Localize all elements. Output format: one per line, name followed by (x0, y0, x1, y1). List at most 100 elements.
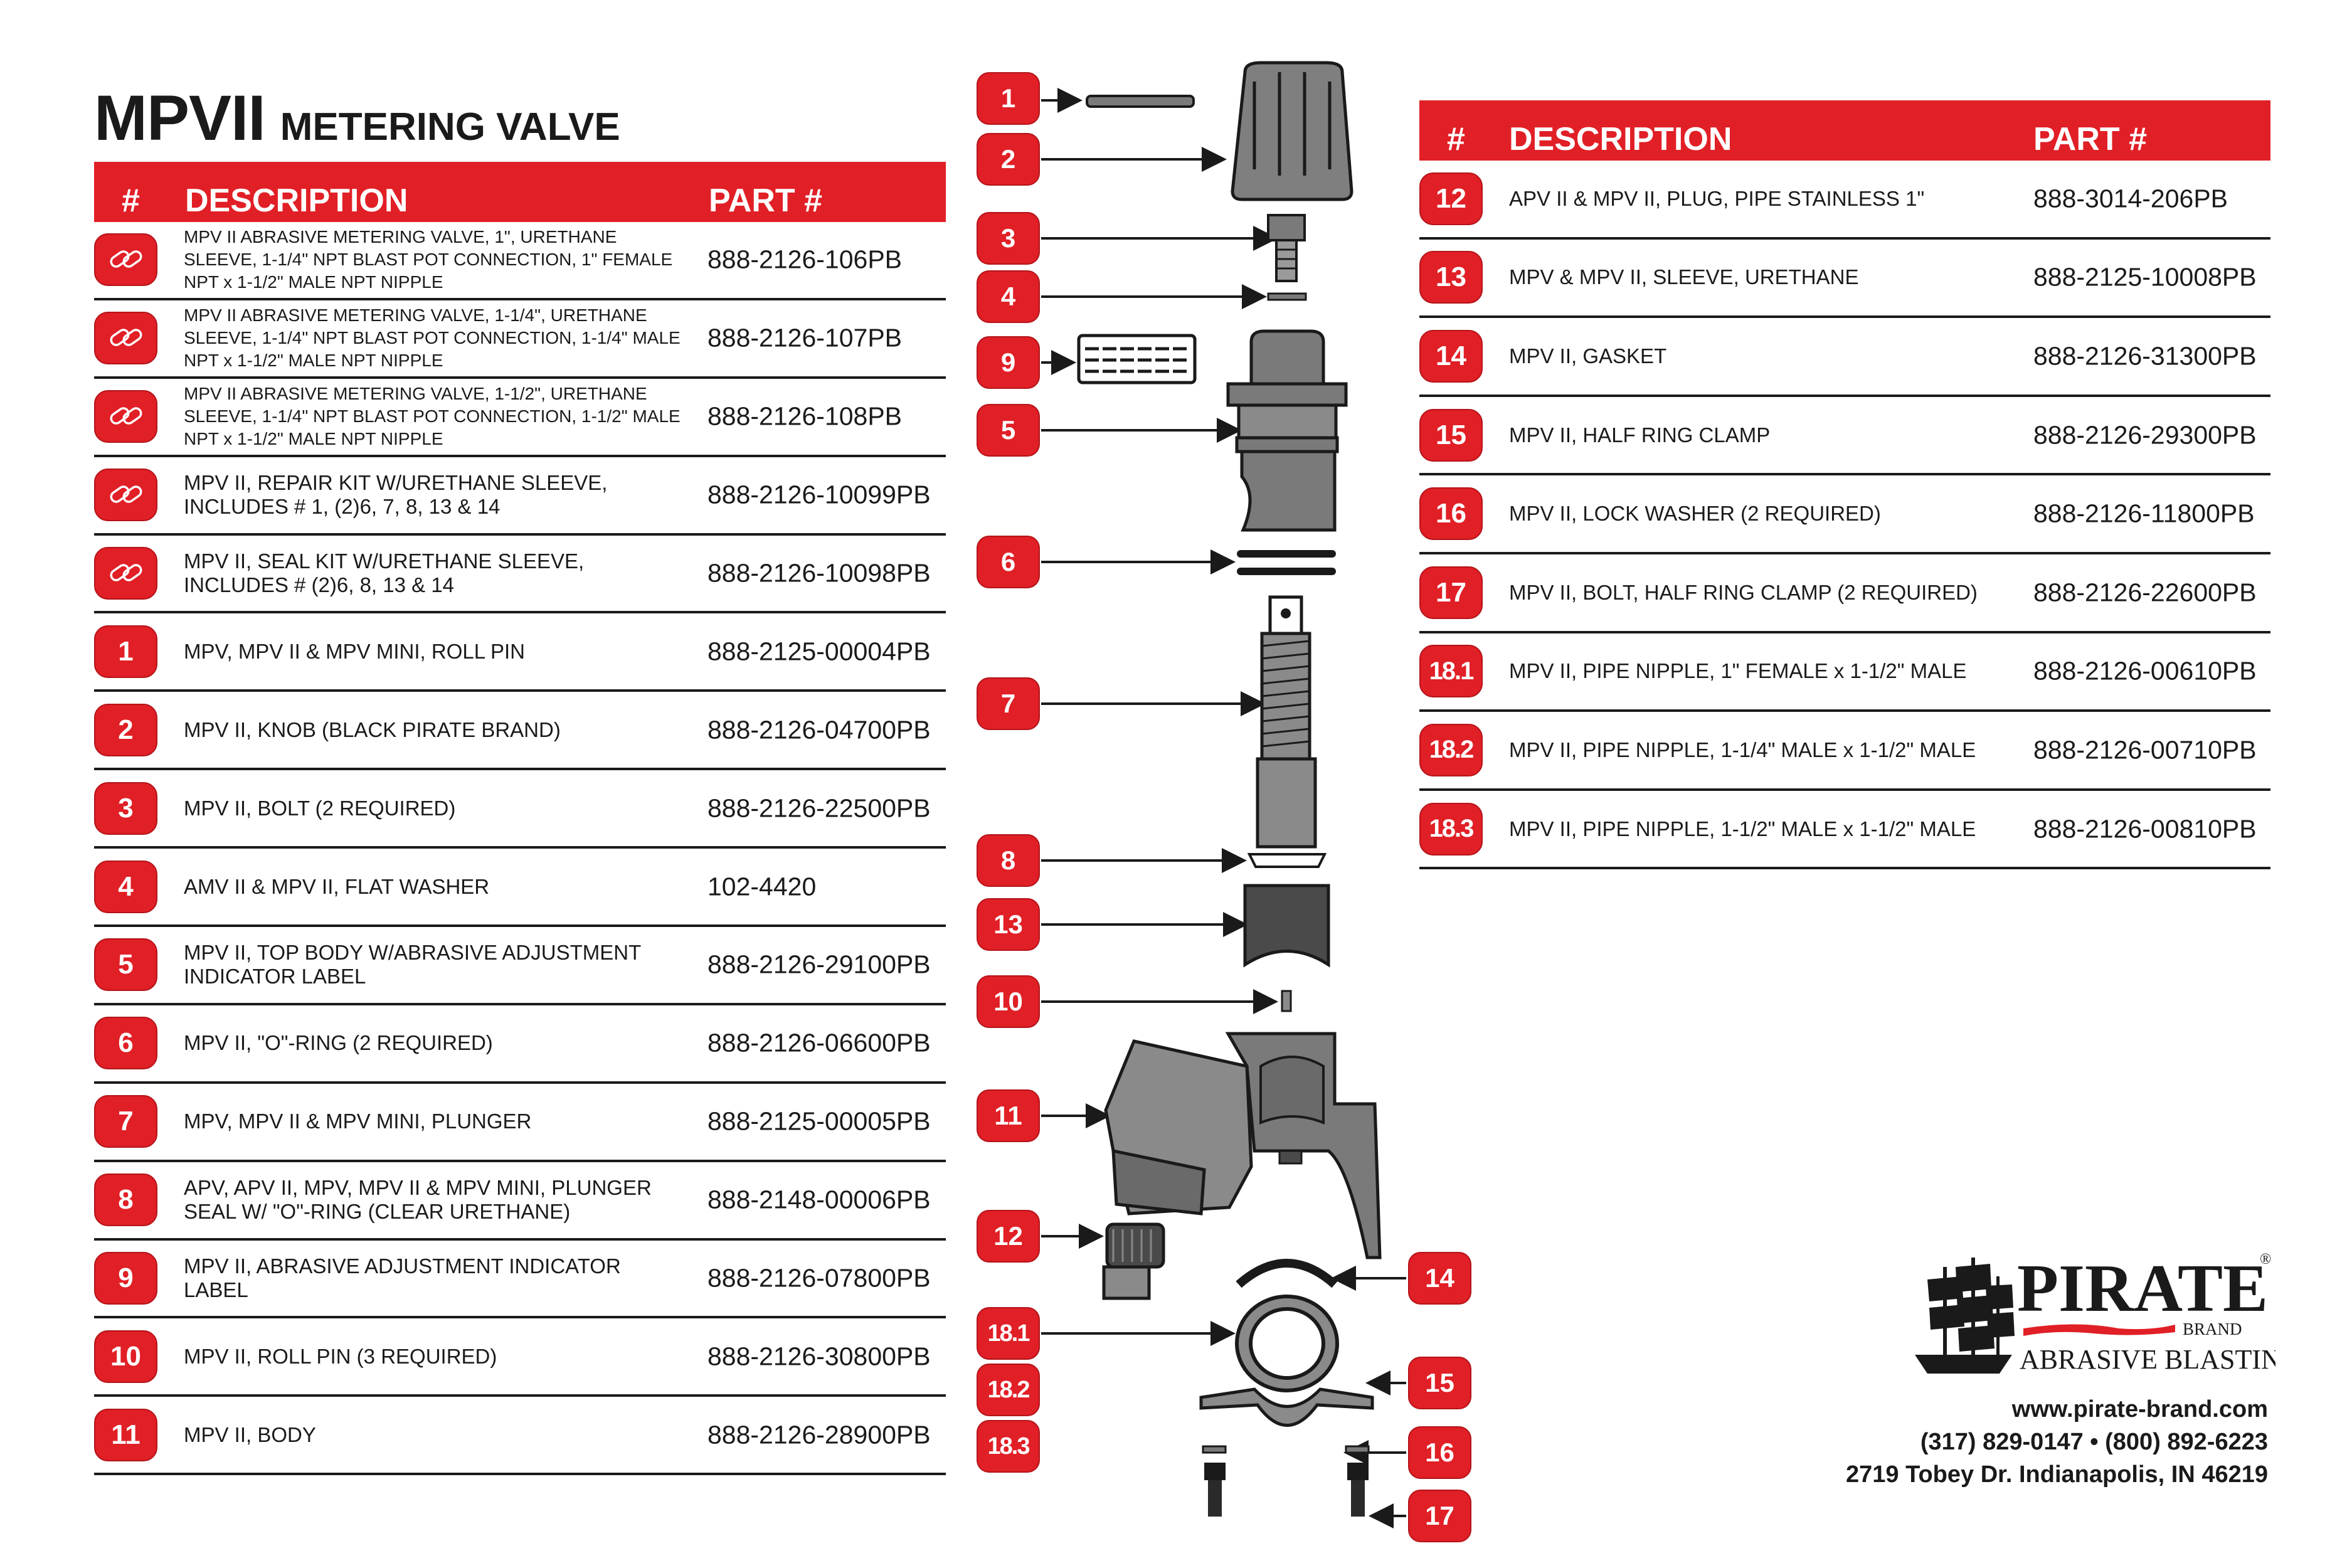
item-number-badge: 1 (94, 625, 157, 678)
item-number-badge: 8 (94, 1173, 157, 1227)
part-description: AMV II & MPV II, FLAT WASHER (184, 874, 490, 898)
kit-badge (94, 312, 157, 365)
part-number: 888-2126-28900PB (707, 1420, 931, 1449)
callout-badge: 6 (977, 536, 1040, 588)
callout-badge: 18.1 (977, 1307, 1040, 1360)
item-number-badge: 10 (94, 1330, 157, 1383)
part-description: MPV II, KNOB (BLACK PIRATE BRAND) (184, 718, 561, 741)
top-body-part (1226, 329, 1348, 532)
part-description: MPV & MPV II, SLEEVE, URETHANE (1509, 265, 1859, 289)
item-number-badge: 17 (1419, 566, 1483, 619)
part-number: 888-2126-10099PB (707, 480, 931, 509)
pirate-brand-logo: PIRATE ® BRAND ABRASIVE BLASTING (1915, 1251, 2275, 1375)
table-row: 5 MPV II, TOP BODY W/ABRASIVE ADJUSTMENT … (94, 927, 946, 1005)
header-description: DESCRIPTION (1509, 121, 1732, 157)
website-link[interactable]: www.pirate-brand.com (2011, 1396, 2268, 1422)
parts-table-left: # DESCRIPTION PART # MPV II ABRASIVE MET… (94, 162, 946, 1476)
o-ring-part (1237, 550, 1336, 575)
lock-washer-part (1202, 1445, 1370, 1454)
part-description: MPV II, GASKET (1509, 344, 1667, 368)
kit-badge (94, 233, 157, 287)
link-icon (110, 564, 142, 581)
item-number-badge: 11 (94, 1408, 157, 1461)
item-number-badge: 18.1 (1419, 645, 1483, 698)
part-description: MPV II, BODY (184, 1422, 316, 1446)
header-description: DESCRIPTION (185, 183, 408, 219)
table-header: # DESCRIPTION PART # (1419, 100, 2270, 161)
callout-badge: 12 (977, 1210, 1040, 1263)
part-description: MPV II, ABRASIVE ADJUSTMENT INDICATOR LA… (184, 1254, 621, 1302)
part-number: 888-2126-106PB (707, 245, 903, 274)
callout-badge: 5 (977, 404, 1040, 457)
part-number: 888-2126-29300PB (2033, 420, 2257, 450)
kit-badge (94, 390, 157, 443)
part-number: 888-2126-04700PB (707, 715, 931, 744)
callout-badge: 13 (977, 898, 1040, 951)
item-number-badge: 5 (94, 938, 157, 992)
table-row: 11 MPV II, BODY 888-2126-28900PB (94, 1397, 946, 1476)
callout-badge: 18.3 (977, 1420, 1040, 1473)
urethane-sleeve-part (1243, 884, 1330, 968)
part-description: MPV II, BOLT, HALF RING CLAMP (2 REQUIRE… (1509, 580, 1978, 604)
table-row: MPV II ABRASIVE METERING VALVE, 1-1/4", … (94, 300, 946, 379)
callout-badge: 7 (977, 677, 1040, 730)
part-number: 888-2126-22600PB (2033, 578, 2257, 607)
red-swoosh (2023, 1324, 2175, 1336)
part-description: MPV II, "O"-RING (2 REQUIRED) (184, 1031, 493, 1055)
part-description: MPV, MPV II & MPV MINI, PLUNGER (184, 1110, 532, 1133)
part-number: 888-2126-108PB (707, 401, 903, 431)
table-row: 18.1 MPV II, PIPE NIPPLE, 1" FEMALE x 1-1… (1419, 633, 2270, 712)
part-number: 888-2125-00004PB (707, 637, 931, 666)
kit-badge (94, 469, 157, 522)
pirate-ship-icon (1915, 1258, 2015, 1374)
item-number-badge: 6 (94, 1017, 157, 1070)
callout-badge: 18.2 (977, 1364, 1040, 1416)
brand-name: PIRATE (2017, 1251, 2268, 1326)
registered-mark: ® (2260, 1251, 2271, 1268)
valve-body-part (1104, 1032, 1382, 1259)
title-product: METERING VALVE (280, 105, 620, 149)
table-row: MPV II ABRASIVE METERING VALVE, 1", URET… (94, 222, 946, 300)
part-description: MPV II, PIPE NIPPLE, 1-1/2" MALE x 1-1/2… (1509, 817, 1976, 840)
table-row: MPV II, SEAL KIT W/URETHANE SLEEVE, INCL… (94, 536, 946, 614)
item-number-badge: 18.2 (1419, 723, 1483, 776)
callout-badge: 1 (977, 72, 1040, 125)
item-number-badge: 13 (1419, 251, 1483, 304)
leader-lines (1041, 88, 1406, 1528)
part-description: MPV II, PIPE NIPPLE, 1-1/4" MALE x 1-1/2… (1509, 738, 1976, 761)
part-number: 888-2126-00610PB (2033, 656, 2257, 686)
part-number: 888-2126-11800PB (2033, 499, 2255, 528)
part-description: MPV, MPV II & MPV MINI, ROLL PIN (184, 639, 526, 663)
part-description: MPV II, PIPE NIPPLE, 1" FEMALE x 1-1/2" … (1509, 659, 1967, 683)
part-number: 888-2126-00710PB (2033, 735, 2257, 765)
callout-badge: 10 (977, 975, 1040, 1028)
title-model: MPVII (94, 82, 266, 154)
item-number-badge: 14 (1419, 329, 1483, 383)
link-icon (110, 329, 142, 347)
flat-washer-part (1267, 292, 1307, 301)
item-number-badge: 12 (1419, 172, 1483, 225)
callout-badge: 2 (977, 133, 1040, 186)
knob-part (1231, 61, 1353, 201)
part-number: 888-2126-29100PB (707, 950, 931, 979)
part-description: MPV II, REPAIR KIT W/URETHANE SLEEVE, IN… (184, 471, 608, 519)
callout-badge: 8 (977, 834, 1040, 887)
header-part: PART # (2033, 121, 2148, 157)
part-description: MPV II, TOP BODY W/ABRASIVE ADJUSTMENT I… (184, 941, 641, 988)
part-description: MPV II ABRASIVE METERING VALVE, 1-1/4", … (184, 305, 681, 371)
plunger-seal-part (1247, 853, 1327, 868)
callout-badge: 14 (1408, 1252, 1471, 1305)
indicator-label-part (1077, 334, 1197, 384)
link-icon (110, 485, 142, 503)
brand-tagline: ABRASIVE BLASTING (2020, 1344, 2275, 1375)
callout-badge: 11 (977, 1089, 1040, 1142)
